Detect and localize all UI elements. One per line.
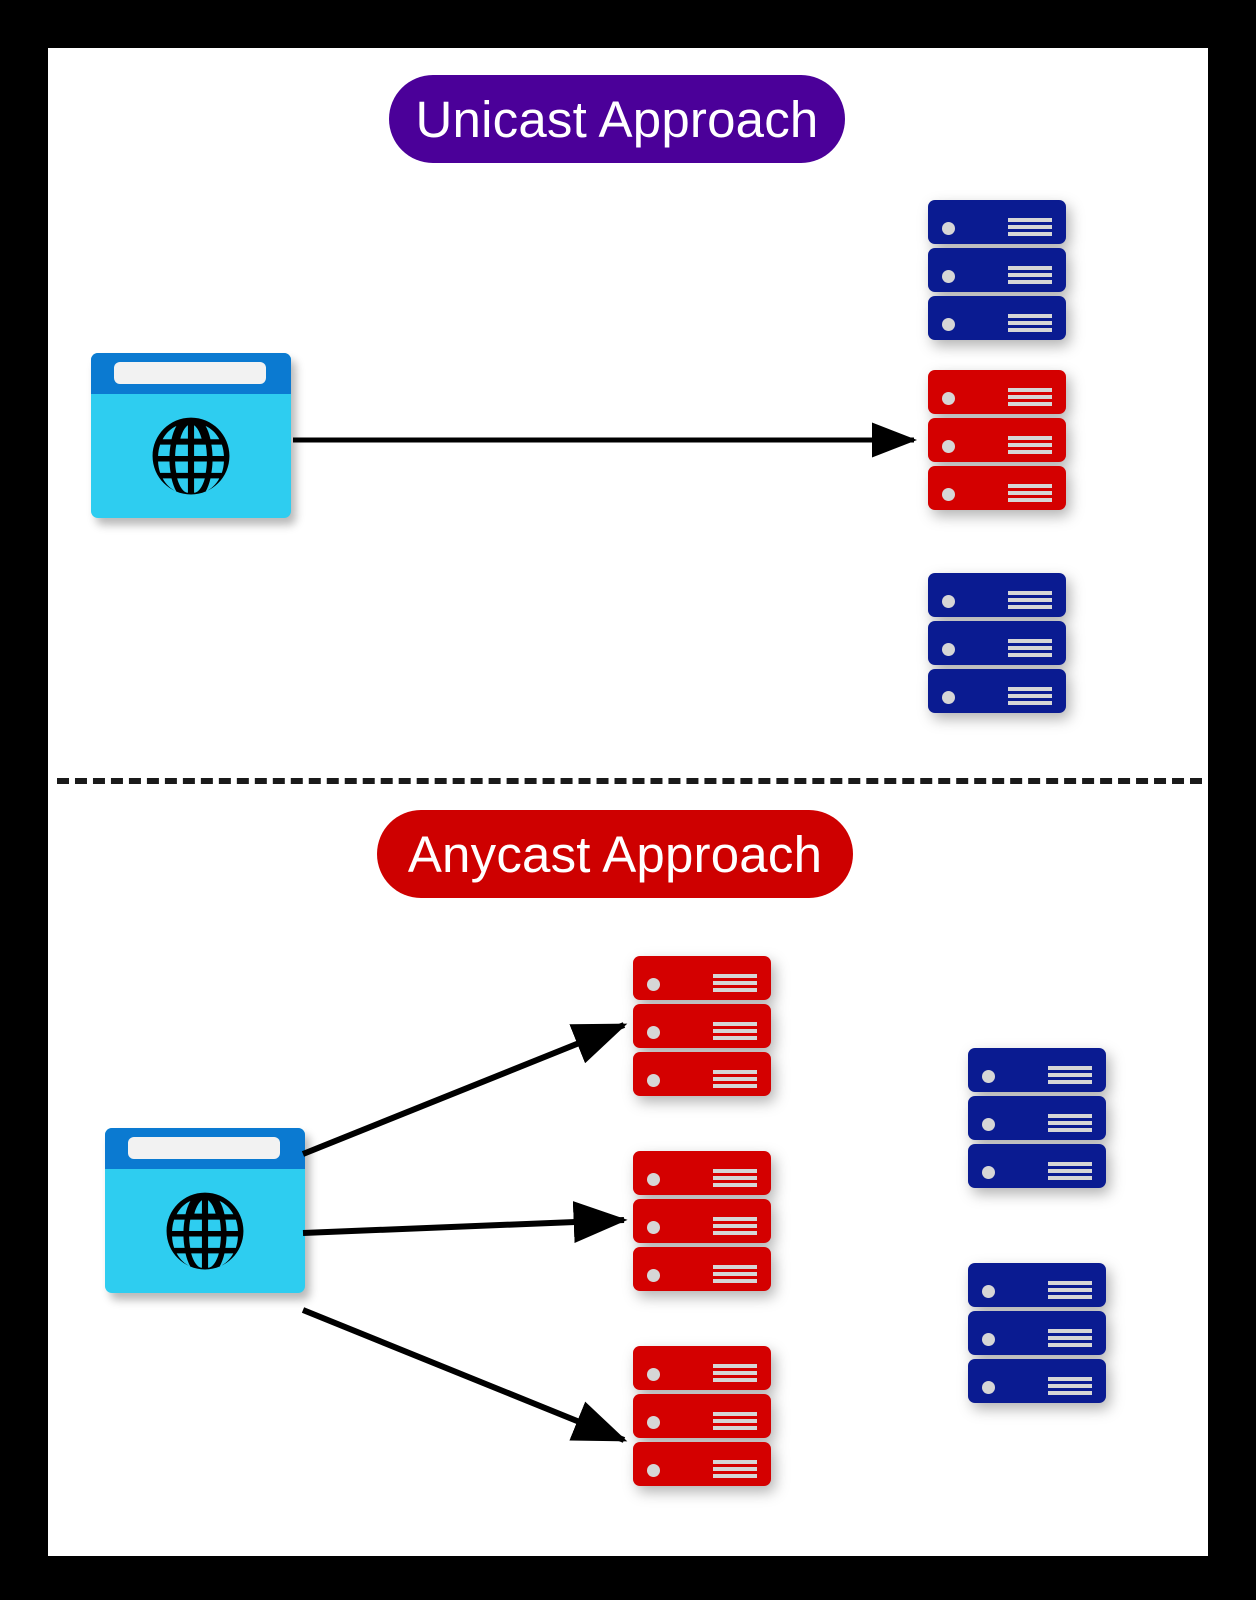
server-vents-icon <box>1048 1281 1092 1299</box>
browser-title-bar <box>105 1128 305 1169</box>
anycast-arrow-2 <box>302 1201 628 1244</box>
server-led-icon <box>647 1368 660 1381</box>
server-vents-icon <box>713 1070 757 1088</box>
anycast-server-stack-5[interactable] <box>968 1263 1106 1403</box>
anycast-section-title: Anycast Approach <box>377 810 853 898</box>
anycast-server-stack-3[interactable] <box>633 1346 771 1486</box>
server-unit <box>928 418 1066 462</box>
unicast-server-stack-top[interactable] <box>928 200 1066 340</box>
server-unit <box>928 200 1066 244</box>
server-led-icon <box>982 1070 995 1083</box>
server-vents-icon <box>1008 639 1052 657</box>
server-vents-icon <box>713 1169 757 1187</box>
server-vents-icon <box>1048 1114 1092 1132</box>
server-led-icon <box>647 1173 660 1186</box>
server-vents-icon <box>713 974 757 992</box>
server-unit <box>928 669 1066 713</box>
server-led-icon <box>982 1285 995 1298</box>
server-vents-icon <box>1048 1329 1092 1347</box>
server-led-icon <box>942 392 955 405</box>
server-led-icon <box>647 1464 660 1477</box>
server-led-icon <box>942 440 955 453</box>
unicast-server-stack-bottom[interactable] <box>928 573 1066 713</box>
server-led-icon <box>942 691 955 704</box>
server-led-icon <box>942 318 955 331</box>
server-led-icon <box>647 1269 660 1282</box>
server-unit <box>968 1048 1106 1092</box>
server-vents-icon <box>1048 1162 1092 1180</box>
server-vents-icon <box>1008 436 1052 454</box>
server-vents-icon <box>1048 1377 1092 1395</box>
server-unit <box>633 1442 771 1486</box>
server-led-icon <box>647 978 660 991</box>
server-unit <box>928 370 1066 414</box>
unicast-section-title: Unicast Approach <box>389 75 845 163</box>
server-vents-icon <box>1008 266 1052 284</box>
unicast-server-stack-active[interactable] <box>928 370 1066 510</box>
server-led-icon <box>982 1166 995 1179</box>
server-led-icon <box>647 1416 660 1429</box>
server-led-icon <box>942 222 955 235</box>
server-unit <box>928 296 1066 340</box>
server-led-icon <box>942 643 955 656</box>
server-vents-icon <box>713 1022 757 1040</box>
server-vents-icon <box>713 1460 757 1478</box>
server-vents-icon <box>1048 1066 1092 1084</box>
server-led-icon <box>647 1074 660 1087</box>
server-unit <box>633 1052 771 1096</box>
server-vents-icon <box>713 1412 757 1430</box>
anycast-server-stack-4[interactable] <box>968 1048 1106 1188</box>
server-unit <box>928 573 1066 617</box>
anycast-server-stack-2[interactable] <box>633 1151 771 1291</box>
server-led-icon <box>942 488 955 501</box>
server-vents-icon <box>1008 591 1052 609</box>
server-vents-icon <box>1008 687 1052 705</box>
browser-address-bar[interactable] <box>114 362 266 384</box>
server-unit <box>968 1359 1106 1403</box>
server-unit <box>633 956 771 1000</box>
server-unit <box>633 1151 771 1195</box>
globe-icon <box>91 394 291 518</box>
anycast-arrow-3 <box>301 1307 628 1443</box>
server-led-icon <box>942 270 955 283</box>
server-led-icon <box>982 1333 995 1346</box>
server-unit <box>633 1004 771 1048</box>
anycast-arrow-1 <box>301 1022 628 1157</box>
server-vents-icon <box>713 1217 757 1235</box>
server-vents-icon <box>1008 218 1052 236</box>
server-unit <box>633 1394 771 1438</box>
browser-address-bar[interactable] <box>128 1137 280 1159</box>
server-led-icon <box>647 1026 660 1039</box>
globe-icon <box>105 1169 305 1293</box>
anycast-client-browser[interactable] <box>105 1128 305 1293</box>
server-unit <box>928 621 1066 665</box>
server-led-icon <box>942 595 955 608</box>
server-unit <box>928 248 1066 292</box>
server-vents-icon <box>1008 388 1052 406</box>
server-unit <box>968 1096 1106 1140</box>
server-unit <box>928 466 1066 510</box>
server-vents-icon <box>713 1265 757 1283</box>
server-led-icon <box>647 1221 660 1234</box>
anycast-server-stack-1[interactable] <box>633 956 771 1096</box>
server-vents-icon <box>1008 484 1052 502</box>
server-unit <box>968 1311 1106 1355</box>
section-divider <box>57 778 1202 784</box>
server-vents-icon <box>713 1364 757 1382</box>
server-unit <box>633 1346 771 1390</box>
server-led-icon <box>982 1118 995 1131</box>
server-unit <box>968 1263 1106 1307</box>
unicast-client-browser[interactable] <box>91 353 291 518</box>
server-led-icon <box>982 1381 995 1394</box>
diagram-canvas: Unicast Approach <box>48 48 1208 1556</box>
server-unit <box>633 1247 771 1291</box>
server-vents-icon <box>1008 314 1052 332</box>
server-unit <box>968 1144 1106 1188</box>
server-unit <box>633 1199 771 1243</box>
browser-title-bar <box>91 353 291 394</box>
